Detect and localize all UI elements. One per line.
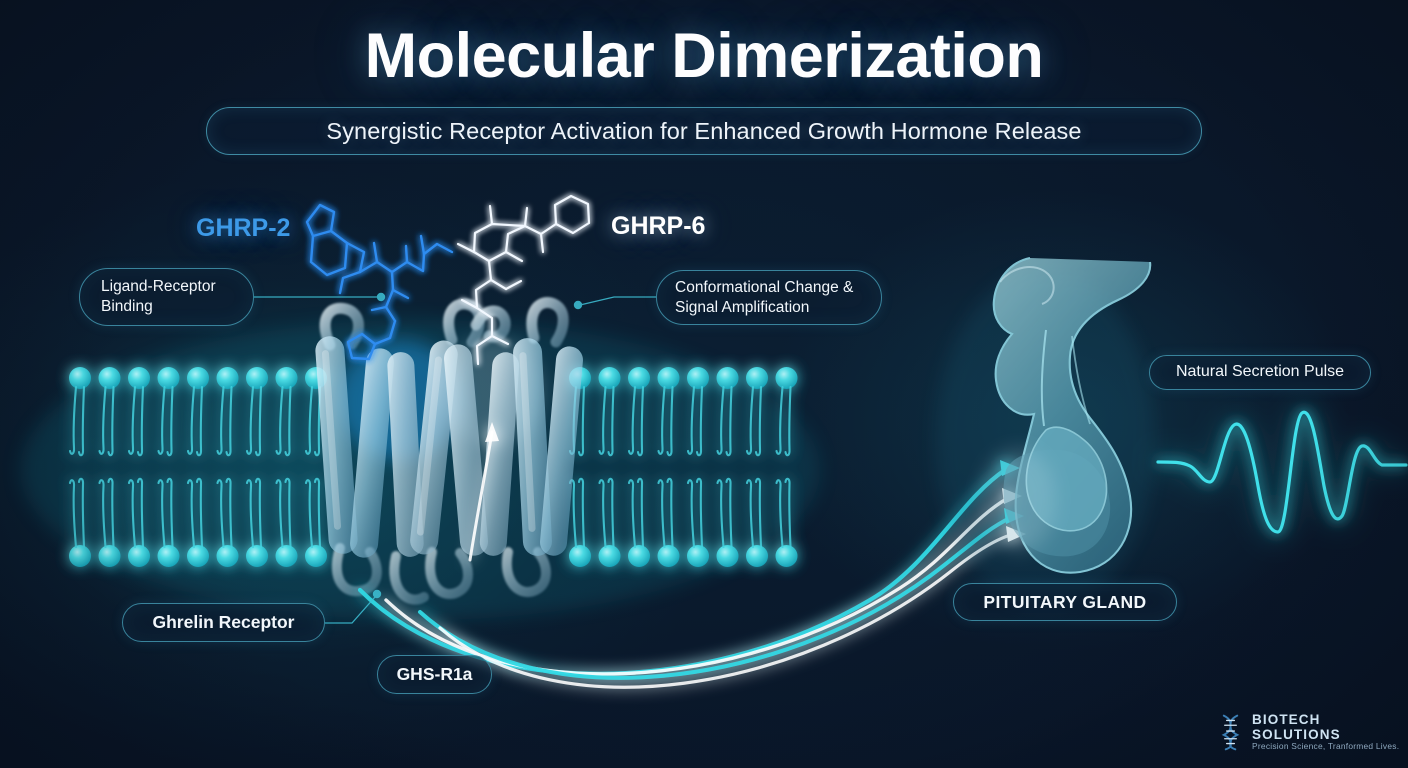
page-title: Molecular Dimerization [364, 21, 1044, 91]
callout-ligand-receptor-binding[interactable]: Ligand-Receptor Binding [79, 268, 254, 326]
subtitle-pill: Synergistic Receptor Activation for Enha… [206, 107, 1202, 155]
logo-tagline: Precision Science, Tranformed Lives. [1252, 741, 1400, 752]
logo-company-name: BIOTECH SOLUTIONS [1252, 712, 1341, 743]
callout-pituitary-text: PITUITARY GLAND [983, 591, 1147, 612]
callout-ghrelin-text: Ghrelin Receptor [152, 612, 295, 633]
molecule-label-ghrp2: GHRP-2 [196, 214, 291, 242]
brand-logo[interactable]: BIOTECH SOLUTIONS Precision Science, Tra… [1218, 712, 1408, 752]
dna-helix-icon [1221, 714, 1240, 751]
molecule-label-ghrp6: GHRP-6 [611, 212, 706, 240]
callout-ghs-r1a[interactable]: GHS-R1a [377, 655, 492, 694]
callout-ligand-text: Ligand-Receptor Binding [101, 278, 216, 315]
callout-ghrelin-receptor[interactable]: Ghrelin Receptor [122, 603, 325, 642]
callout-pituitary-gland[interactable]: PITUITARY GLAND [953, 583, 1177, 621]
callout-conformational-text: Conformational Change & Signal Amplifica… [675, 278, 854, 316]
callout-secretion-text: Natural Secretion Pulse [1175, 363, 1345, 381]
callout-ghsr1a-text: GHS-R1a [396, 664, 473, 685]
callout-conformational-change[interactable]: Conformational Change & Signal Amplifica… [656, 270, 882, 325]
page-subtitle: Synergistic Receptor Activation for Enha… [326, 117, 1082, 144]
callout-natural-secretion-pulse[interactable]: Natural Secretion Pulse [1149, 355, 1371, 390]
